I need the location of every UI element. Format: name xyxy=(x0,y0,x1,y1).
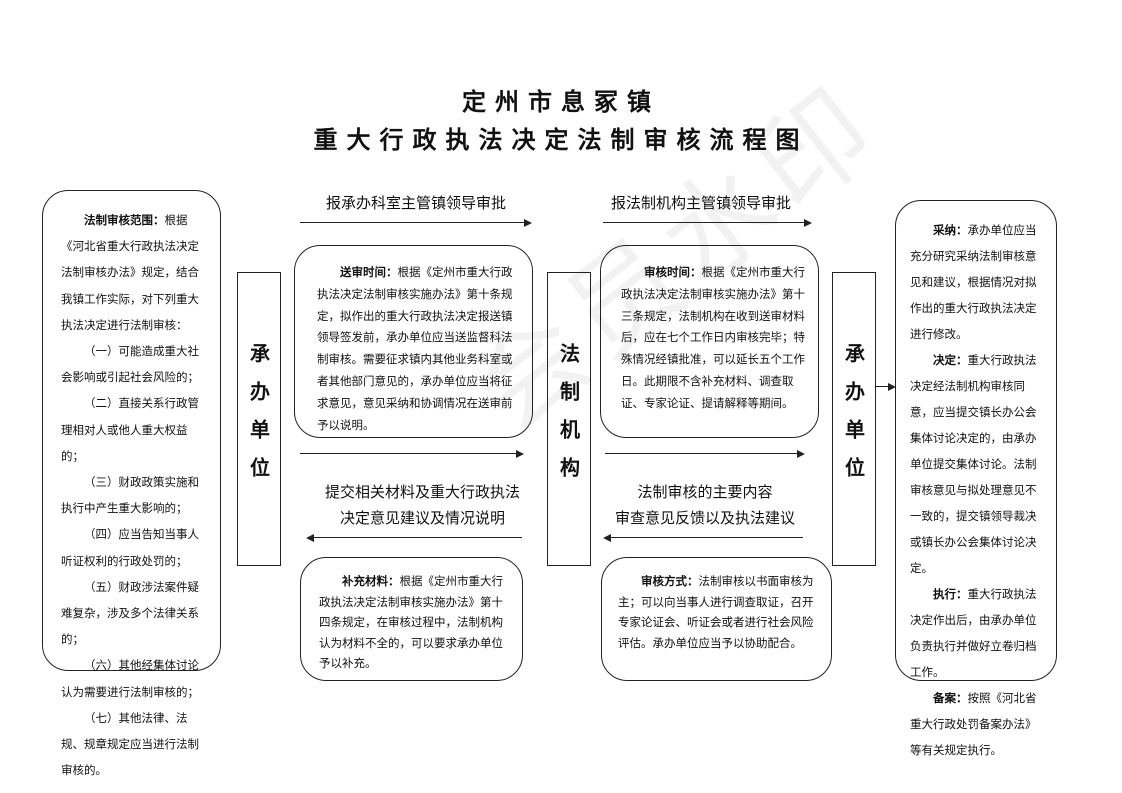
review-scope-box: 法制审核范围：根据《河北省重大行政执法决定法制审核办法》规定，结合我镇工作实际，… xyxy=(42,190,221,777)
supplement-materials-box: 补充材料：根据《定州市重大行政执法决定法制审核实施办法》第十四条规定，在审核过程… xyxy=(300,557,523,681)
decision-text: 重大行政执法决定经法制机构审核同意，应当提交镇长办公会集体讨论决定的，由承办单位… xyxy=(910,353,1037,575)
arrow-right xyxy=(876,381,896,392)
adopt-text: 承办单位应当充分研究采纳法制审核意见和建议，根据情况对拟作出的重大行政执法决定进… xyxy=(910,223,1037,341)
title-line2: 重大行政执法决定法制审核流程图 xyxy=(313,125,809,154)
filing-text: 按照《河北省重大行政处罚备案办法》等有关规定执行。 xyxy=(910,691,1037,757)
review-time-box: 审核时间：根据《定州市重大行政执法决定法制审核实施办法》第十三条规定，法制机构在… xyxy=(600,245,819,438)
legal-institution-box: 法制机构 xyxy=(547,272,591,566)
scope-heading: 法制审核范围： xyxy=(84,213,165,227)
scope-item: （六）其他经集体讨论认为需要进行法制审核的； xyxy=(61,658,199,699)
submit-time-text: 根据《定州市重大行政执法决定法制审核实施办法》第十条规定，拟作出的重大行政执法决… xyxy=(317,265,513,432)
review-time-text: 根据《定州市重大行政执法决定法制审核实施办法》第十三条规定，法制机构在收到送审材… xyxy=(621,265,805,410)
execution-heading: 执行： xyxy=(933,587,968,601)
review-method-box: 审核方式：法制审核以书面审核为主；可以向当事人进行调查取证，召开专家论证会、听证… xyxy=(601,557,832,681)
submit-time-box: 送审时间：根据《定州市重大行政执法决定法制审核实施办法》第十条规定，拟作出的重大… xyxy=(294,245,533,438)
scope-item: （三）财政政策实施和执行中产生重大影响的； xyxy=(61,475,199,516)
flow-label-top-right: 报法制机构主管镇领导审批 xyxy=(610,194,791,212)
scope-item: （四）应当告知当事人听证权利的行政处罚的； xyxy=(61,527,199,568)
flow-label-mid-right-2: 审查意见反馈以及执法建议 xyxy=(614,509,795,527)
submit-time-heading: 送审时间： xyxy=(340,265,398,279)
scope-item: （二）直接关系行政管理相对人或他人重大权益的； xyxy=(61,396,199,463)
review-method-text: 法制审核以书面审核为主；可以向当事人进行调查取证，召开专家论证会、听证会或者进行… xyxy=(618,574,814,650)
filing-heading: 备案： xyxy=(933,691,968,705)
arrow-right xyxy=(300,217,532,228)
legal-institution-label: 法制机构 xyxy=(556,343,581,495)
arrow-right xyxy=(300,448,524,459)
execution-text: 重大行政执法决定作出后，由承办单位负责执行并做好立卷归档工作。 xyxy=(910,587,1037,679)
scope-item: （五）财政涉法案件疑难复杂，涉及多个法律关系的； xyxy=(61,579,199,647)
scope-item: （七）其他法律、法规、规章规定应当进行法制审核的。 xyxy=(61,710,199,778)
supplement-heading: 补充材料： xyxy=(342,574,400,588)
flow-label-mid-left-1: 提交相关材料及重大行政执法 xyxy=(324,483,520,501)
arrow-right xyxy=(605,448,805,459)
scope-intro: 根据《河北省重大行政执法决定法制审核办法》规定，结合我镇工作实际，对下列重大执法… xyxy=(61,213,199,332)
flow-label-top-left: 报承办科室主管镇领导审批 xyxy=(325,194,506,212)
arrow-right xyxy=(603,217,812,228)
flow-label-mid-right-1: 法制审核的主要内容 xyxy=(637,483,773,501)
undertaking-unit-box-right: 承办单位 xyxy=(832,272,876,566)
review-method-heading: 审核方式： xyxy=(641,574,699,588)
arrow-left xyxy=(306,532,522,543)
adopt-heading: 采纳： xyxy=(933,223,968,237)
scope-item: （一）可能造成重大社会影响或引起社会风险的； xyxy=(61,344,199,385)
outcome-box: 采纳：承办单位应当充分研究采纳法制审核意见和建议，根据情况对拟作出的重大行政执法… xyxy=(895,200,1057,757)
supplement-text: 根据《定州市重大行政执法决定法制审核实施办法》第十四条规定，在审核过程中，法制机… xyxy=(319,574,503,670)
undertaking-unit-box-left: 承办单位 xyxy=(237,272,281,566)
decision-heading: 决定： xyxy=(933,353,968,367)
arrow-left xyxy=(603,532,803,543)
undertaking-unit-label: 承办单位 xyxy=(841,343,866,495)
undertaking-unit-label: 承办单位 xyxy=(246,343,271,495)
title-line1: 定州市息冢镇 xyxy=(462,87,660,116)
flow-label-mid-left-2: 决定意见建议及情况说明 xyxy=(339,509,505,527)
review-time-heading: 审核时间： xyxy=(644,265,702,279)
